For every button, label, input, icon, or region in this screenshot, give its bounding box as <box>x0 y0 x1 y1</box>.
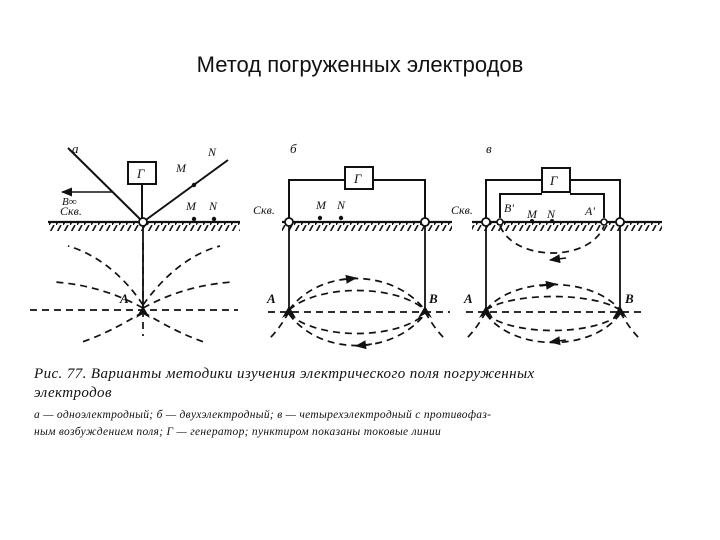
panel-a-incline-left <box>67 147 144 223</box>
panel-c-a-prime-label: A' <box>584 204 595 218</box>
panel-a-generator-label: Г <box>136 166 145 181</box>
panel-b-n-label: N <box>336 198 346 212</box>
panel-c-node-a-prime <box>600 218 608 226</box>
panel-c-b-prime-label: B' <box>504 201 514 215</box>
panel-b-wire-left <box>288 179 345 218</box>
panel-c-electrode-a-label: A <box>463 291 473 306</box>
panel-b-flow-arrows <box>339 274 373 350</box>
panel-c-n-point <box>550 219 554 223</box>
panel-b-well-node-a <box>284 217 294 227</box>
panel-a-m-lower-label: M <box>185 199 197 213</box>
panel-b-letter: б <box>290 141 297 156</box>
panel-a: а Скв. Г В∞ M N M N A <box>30 141 240 343</box>
panel-c-letter: в <box>486 141 492 156</box>
panel-c-wire-inner-right <box>570 193 605 218</box>
caption-line-3: а — одноэлектродный; б — двухэлектродный… <box>34 408 491 421</box>
panel-c-electrode-b-label: B <box>624 291 634 306</box>
panel-c-n-label: N <box>546 207 556 221</box>
figure-caption: Рис. 77. Варианты методики изучения элек… <box>33 366 535 438</box>
panel-c-node-b-prime <box>496 218 504 226</box>
panel-a-n-lower-point <box>211 216 217 222</box>
panel-c-ground-hatch <box>472 223 662 231</box>
panel-b: б Скв. Г M N A B <box>253 141 452 350</box>
panel-a-electrode-label: A <box>119 291 129 306</box>
panel-a-incline-right <box>142 159 229 223</box>
panel-a-m-upper-point <box>191 182 197 188</box>
panel-c-wire-inner-left <box>499 193 542 218</box>
panel-a-n-upper-label: N <box>207 145 217 159</box>
panel-b-m-label: M <box>315 198 327 212</box>
panel-c-generator-label: Г <box>549 173 558 188</box>
panel-a-current-lines <box>30 240 238 343</box>
slide-title: Метод погруженных электродов <box>196 52 524 77</box>
panel-b-well-node-b <box>420 217 430 227</box>
panel-b-wire-right <box>373 179 426 218</box>
panel-c-wire-outer-left <box>485 179 542 218</box>
panel-c-generator-box <box>541 167 571 193</box>
panel-c: в Скв. Г B' M N A' A B <box>451 141 662 346</box>
panel-c-m-label: M <box>526 207 538 221</box>
panel-b-generator-label: Г <box>353 171 362 186</box>
panel-b-surface-label: Скв. <box>253 203 275 217</box>
panel-b-electrode-a-label: A <box>266 291 276 306</box>
panel-c-surface-label: Скв. <box>451 203 473 217</box>
caption-line-1: Рис. 77. Варианты методики изучения элек… <box>33 366 535 382</box>
panel-a-m-upper-label: M <box>175 161 187 175</box>
caption-line-4: ным возбуждением поля; Г — генератор; пу… <box>34 426 441 438</box>
panel-b-generator-box <box>344 166 374 190</box>
panel-b-m-point <box>317 215 323 221</box>
panel-c-m-point <box>530 219 534 223</box>
panel-b-n-point <box>338 215 344 221</box>
panel-c-flow-arrows <box>539 254 567 346</box>
caption-line-2: электродов <box>34 385 112 401</box>
panel-a-surface-label: Скв. <box>60 204 82 218</box>
panel-a-infinity-label: В∞ <box>62 196 77 208</box>
panel-a-m-lower-point <box>191 216 197 222</box>
panel-a-ground-hatch <box>48 223 240 231</box>
panel-a-well-node <box>138 217 148 227</box>
panel-a-letter: а <box>72 141 79 156</box>
panel-c-well-node-b <box>615 217 625 227</box>
panel-c-well-node-a <box>481 217 491 227</box>
panel-c-wire-outer-right <box>570 179 621 218</box>
panel-b-ground-hatch <box>282 223 452 231</box>
panel-b-electrode-b-label: B <box>428 291 438 306</box>
panel-a-n-lower-label: N <box>208 199 218 213</box>
panel-c-current-lines <box>466 225 646 344</box>
